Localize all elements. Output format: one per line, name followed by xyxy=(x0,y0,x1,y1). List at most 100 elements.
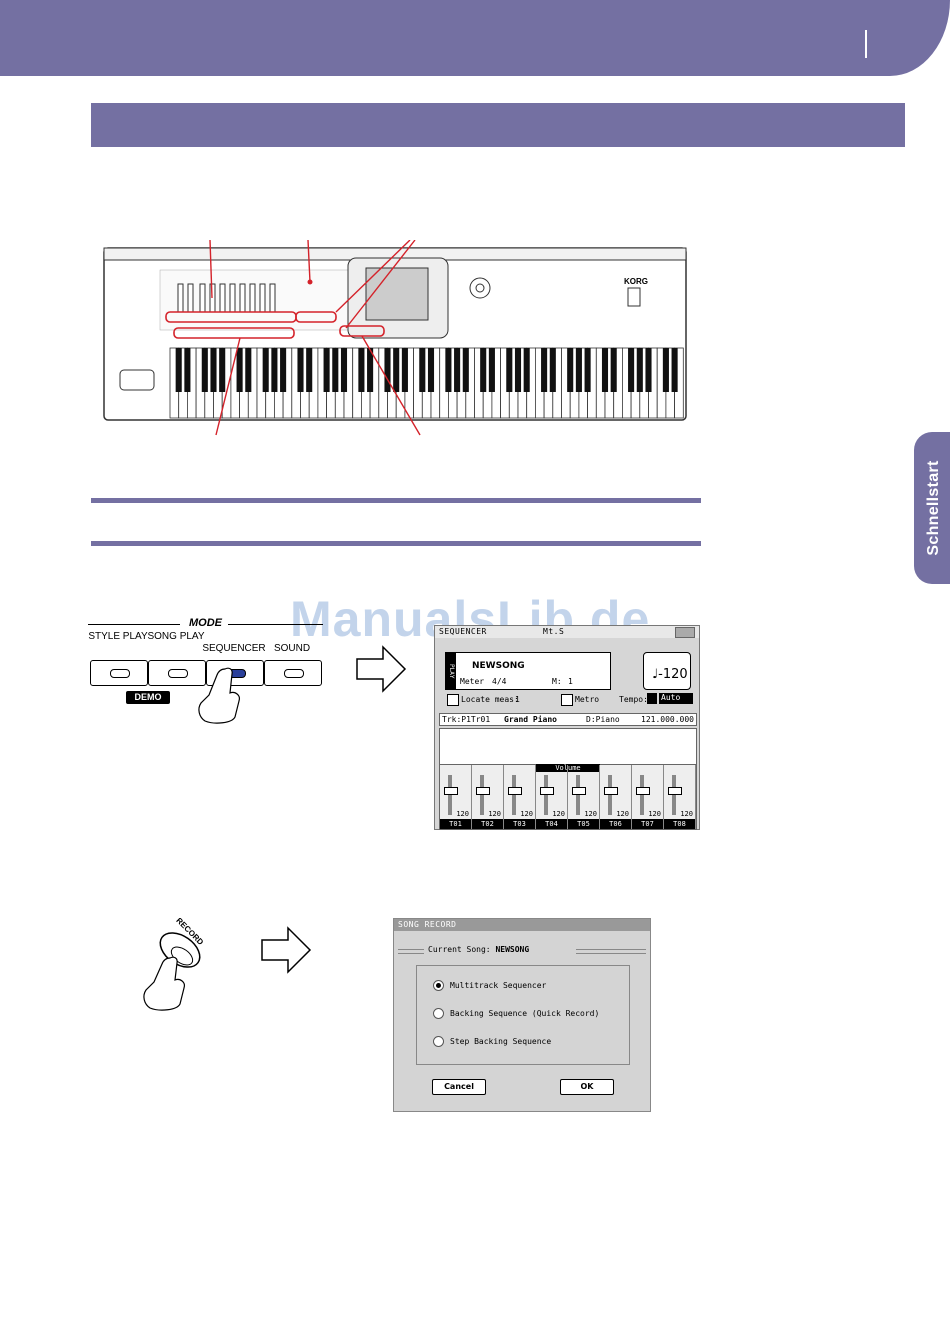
volume-value: 120 xyxy=(584,810,597,818)
black-key xyxy=(506,348,513,392)
track-info-bar[interactable]: Trk:P1Tr01 Grand Piano D:Piano 121.000.0… xyxy=(439,713,697,726)
volume-value: 120 xyxy=(680,810,693,818)
sequencer-header: SEQUENCER Mt.S xyxy=(435,626,699,638)
subsection-rule-top xyxy=(91,498,701,503)
black-key xyxy=(662,348,669,392)
fader-knob[interactable] xyxy=(604,787,618,795)
style-play-led xyxy=(110,669,130,678)
song-play-label: SONG PLAY xyxy=(147,631,205,642)
song-info-box: PLAY NEWSONG Meter 4/4 M: 1 xyxy=(445,652,611,690)
option-multitrack[interactable]: Multitrack Sequencer xyxy=(433,980,546,991)
radio-selected-icon[interactable] xyxy=(433,980,444,991)
black-key xyxy=(245,348,252,392)
sound-button[interactable]: SOUND xyxy=(264,643,320,685)
demo-label: DEMO xyxy=(126,691,170,704)
fader-track[interactable] xyxy=(672,775,676,815)
sequencer-key[interactable] xyxy=(206,660,264,686)
black-key xyxy=(462,348,469,392)
fader-track[interactable] xyxy=(608,775,612,815)
sequencer-button[interactable]: SEQUENCER xyxy=(202,643,265,685)
tempo-arrow-icon[interactable] xyxy=(647,693,657,704)
locate-value[interactable]: 1 xyxy=(515,695,520,704)
metro-label: Metro xyxy=(575,695,600,704)
fader-track[interactable] xyxy=(480,775,484,815)
sidebar-tab-schnellstart[interactable]: Schnellstart xyxy=(914,432,950,584)
divider-left xyxy=(398,949,424,954)
style-play-key[interactable] xyxy=(90,660,148,686)
black-key xyxy=(671,348,678,392)
black-key xyxy=(567,348,574,392)
track-label: T05 xyxy=(568,819,599,829)
fader-knob[interactable] xyxy=(508,787,522,795)
track-bank: D:Piano xyxy=(586,715,620,724)
black-key xyxy=(210,348,217,392)
fader-track[interactable] xyxy=(640,775,644,815)
black-key xyxy=(384,348,391,392)
hand-press-icon xyxy=(198,667,240,724)
black-key xyxy=(575,348,582,392)
fader-knob[interactable] xyxy=(668,787,682,795)
black-key xyxy=(628,348,635,392)
ok-button[interactable]: OK xyxy=(560,1079,614,1095)
black-key xyxy=(201,348,208,392)
track-label: Trk:P1Tr01 xyxy=(442,715,491,724)
song-play-button[interactable]: SONG PLAY xyxy=(147,631,204,685)
black-key xyxy=(427,348,435,392)
style-play-label: STYLE PLAY xyxy=(88,631,148,642)
option-step-backing[interactable]: Step Backing Sequence xyxy=(433,1036,551,1047)
tempo-box[interactable]: ♩-120 xyxy=(643,652,691,690)
sequencer-title: SEQUENCER xyxy=(439,627,487,636)
black-key xyxy=(601,348,609,392)
song-play-key[interactable] xyxy=(148,660,206,686)
sound-key[interactable] xyxy=(264,660,322,686)
fader-track[interactable] xyxy=(512,775,516,815)
metro-checkbox[interactable] xyxy=(561,694,573,706)
black-key xyxy=(584,348,591,392)
locate-checkbox[interactable] xyxy=(447,694,459,706)
style-play-button[interactable]: STYLE PLAY xyxy=(88,631,147,685)
fader-knob[interactable] xyxy=(444,787,458,795)
divider-right xyxy=(576,949,646,954)
black-key xyxy=(549,348,556,392)
black-key xyxy=(393,348,400,392)
fader-knob[interactable] xyxy=(636,787,650,795)
song-record-dialog: SONG RECORD Current Song: NEWSONG Multit… xyxy=(393,918,651,1112)
tempo-mode[interactable]: Auto xyxy=(659,693,693,704)
cancel-button[interactable]: Cancel xyxy=(432,1079,486,1095)
track-label: T03 xyxy=(504,819,535,829)
fader-knob[interactable] xyxy=(476,787,490,795)
track-label: T07 xyxy=(632,819,663,829)
radio-icon[interactable] xyxy=(433,1036,444,1047)
black-key xyxy=(454,348,461,392)
track-program: 121.000.000 xyxy=(641,715,694,724)
black-key xyxy=(340,348,348,392)
fader-knob[interactable] xyxy=(572,787,586,795)
record-button-illustration[interactable]: RECORD xyxy=(140,918,220,1018)
fader-track[interactable] xyxy=(576,775,580,815)
volume-value: 120 xyxy=(456,810,469,818)
measure-value: 1 xyxy=(568,677,573,686)
black-keys xyxy=(175,348,678,392)
top-header-band xyxy=(0,0,950,76)
black-key xyxy=(488,348,495,392)
fader-track[interactable] xyxy=(544,775,548,815)
option-backing-quick[interactable]: Backing Sequence (Quick Record) xyxy=(433,1008,599,1019)
black-key xyxy=(323,348,330,392)
radio-icon[interactable] xyxy=(433,1008,444,1019)
fader-track[interactable] xyxy=(448,775,452,815)
black-key xyxy=(219,348,226,392)
current-song-label: Current Song: xyxy=(428,945,491,954)
fader-knob[interactable] xyxy=(540,787,554,795)
black-key xyxy=(262,348,269,392)
dropdown-icon[interactable] xyxy=(675,627,695,638)
black-key xyxy=(332,348,339,392)
